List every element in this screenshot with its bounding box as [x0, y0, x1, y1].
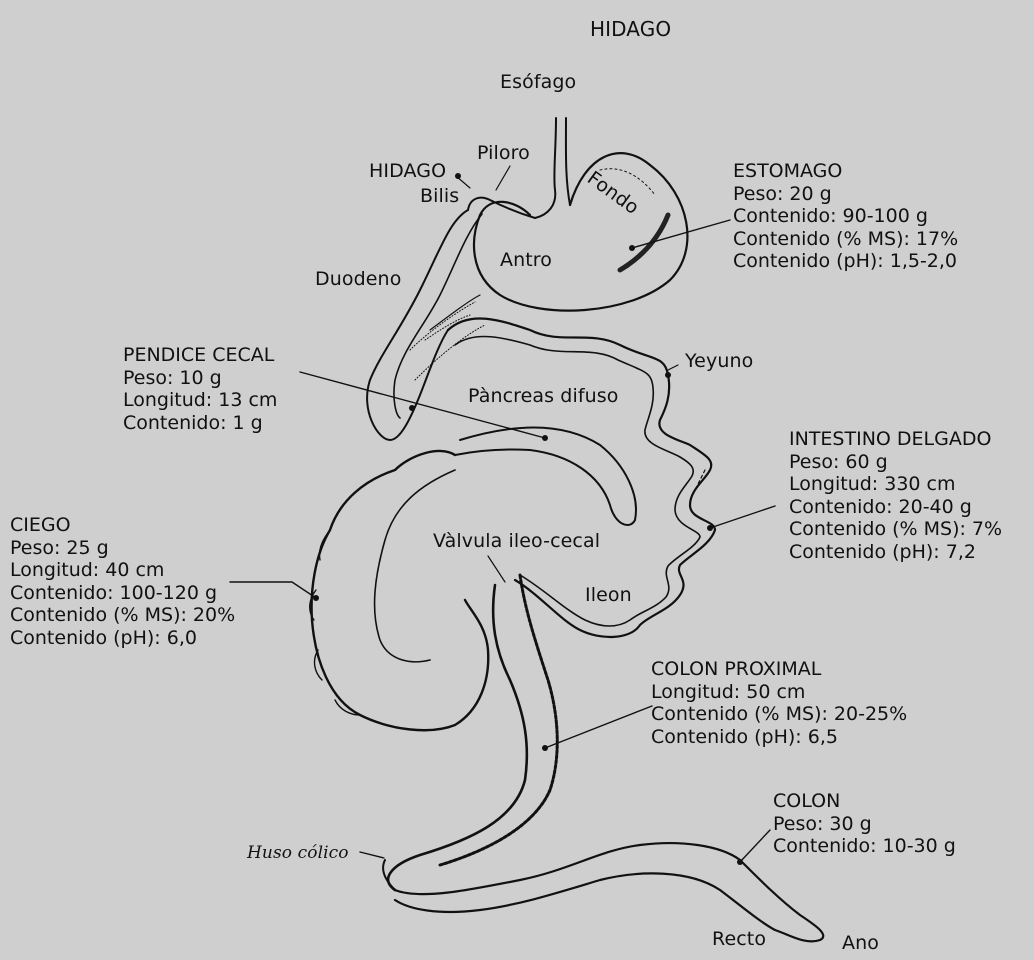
label-pancreas: Pàncreas difuso — [468, 385, 619, 408]
info-colon-line: Peso: 30 g — [773, 813, 956, 836]
label-ano: Ano — [842, 932, 879, 955]
info-estomago: ESTOMAGO Peso: 20 g Contenido: 90-100 g … — [733, 160, 958, 273]
info-intestino-title: INTESTINO DELGADO — [789, 428, 1002, 451]
info-ciego-line: Longitud: 40 cm — [10, 559, 235, 582]
info-colon-line: Contenido: 10-30 g — [773, 835, 956, 858]
leader-estomago — [632, 220, 730, 248]
leader-ciego — [230, 582, 316, 598]
proximal-colon-shape — [388, 585, 527, 890]
info-apendice-line: Peso: 10 g — [123, 367, 277, 390]
info-apendice-line: Longitud: 13 cm — [123, 389, 277, 412]
info-estomago-line: Contenido (pH): 1,5-2,0 — [733, 250, 958, 273]
label-valvula: Vàlvula ileo-cecal — [433, 530, 600, 553]
label-duodeno: Duodeno — [315, 268, 401, 291]
appendix-shape — [455, 428, 636, 526]
info-colon-proximal-title: COLON PROXIMAL — [651, 658, 907, 681]
info-colon-proximal-line: Contenido (% MS): 20-25% — [651, 703, 907, 726]
leader-colon — [740, 830, 770, 862]
info-intestino-line: Peso: 60 g — [789, 451, 1002, 474]
info-apendice-title: PENDICE CECAL — [123, 344, 277, 367]
leader-yeyuno — [668, 365, 678, 370]
info-estomago-line: Peso: 20 g — [733, 183, 958, 206]
page-title: HIDAGO — [590, 18, 671, 41]
marker-ciego — [313, 595, 319, 601]
marker-yeyuno — [665, 372, 671, 378]
info-ciego-line: Peso: 25 g — [10, 537, 235, 560]
esophagus-shape — [535, 118, 570, 218]
info-estomago-line: Contenido: 90-100 g — [733, 205, 958, 228]
info-colon: COLON Peso: 30 g Contenido: 10-30 g — [773, 790, 956, 858]
info-estomago-title: ESTOMAGO — [733, 160, 958, 183]
label-recto: Recto — [712, 928, 766, 951]
info-intestino-line: Contenido (% MS): 7% — [789, 518, 1002, 541]
stomach-shape — [474, 153, 687, 311]
marker-hidago — [455, 173, 461, 179]
info-ciego-line: Contenido: 100-120 g — [10, 582, 235, 605]
info-estomago-line: Contenido (% MS): 17% — [733, 228, 958, 251]
marker-colon-proximal — [542, 745, 548, 751]
info-intestino-line: Contenido (pH): 7,2 — [789, 541, 1002, 564]
info-colon-proximal-line: Contenido (pH): 6,5 — [651, 726, 907, 749]
leader-intestino — [710, 506, 775, 528]
label-esofago: Esófago — [500, 71, 576, 94]
info-apendice-line: Contenido: 1 g — [123, 412, 277, 435]
marker-pancreas — [409, 405, 415, 411]
label-hidago: HIDAGO — [369, 160, 446, 183]
leader-piloro — [496, 166, 510, 190]
label-antro: Antro — [500, 249, 552, 272]
info-ciego-line: Contenido (% MS): 20% — [10, 604, 235, 627]
info-ciego: CIEGO Peso: 25 g Longitud: 40 cm Conteni… — [10, 514, 235, 650]
marker-colon — [737, 859, 743, 865]
label-huso: Huso cólico — [247, 842, 349, 865]
info-ciego-title: CIEGO — [10, 514, 235, 537]
marker-estomago — [629, 245, 635, 251]
info-intestino-line: Contenido: 20-40 g — [789, 496, 1002, 519]
label-yeyuno: Yeyuno — [685, 350, 753, 373]
info-colon-title: COLON — [773, 790, 956, 813]
info-intestino-delgado: INTESTINO DELGADO Peso: 60 g Longitud: 3… — [789, 428, 1002, 564]
label-piloro: Piloro — [477, 142, 530, 165]
leader-colon-proximal — [545, 706, 652, 748]
info-colon-proximal: COLON PROXIMAL Longitud: 50 cm Contenido… — [651, 658, 907, 748]
leader-valvula — [488, 556, 505, 582]
cecum-shape — [312, 451, 489, 730]
label-bilis: Bilis — [420, 185, 459, 208]
info-ciego-line: Contenido (pH): 6,0 — [10, 627, 235, 650]
marker-apendice — [542, 435, 548, 441]
leader-huso — [360, 852, 384, 858]
info-intestino-line: Longitud: 330 cm — [789, 473, 1002, 496]
marker-intestino — [707, 525, 713, 531]
label-ileon: Ileon — [585, 584, 632, 607]
info-apendice: PENDICE CECAL Peso: 10 g Longitud: 13 cm… — [123, 344, 277, 434]
info-colon-proximal-line: Longitud: 50 cm — [651, 681, 907, 704]
